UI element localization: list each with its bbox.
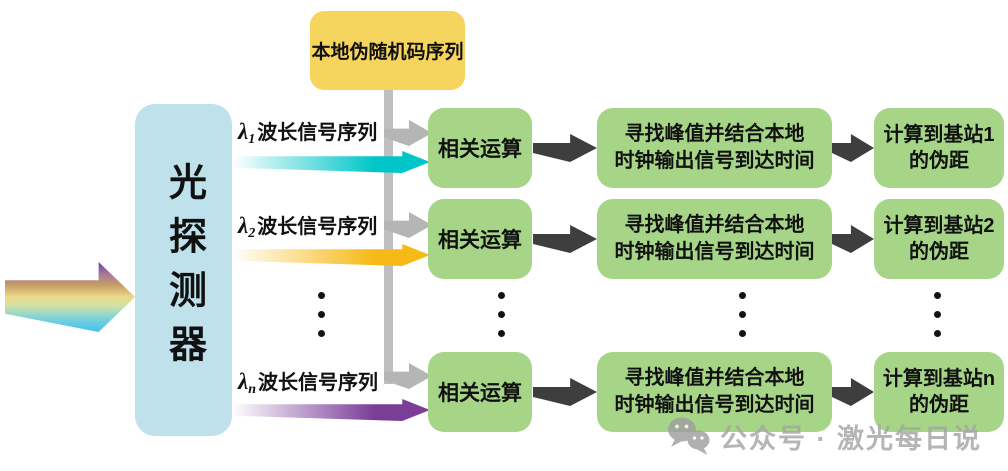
peak-line1: 寻找峰值并结合本地	[624, 123, 805, 145]
correlation-box-1: 相关运算	[428, 108, 532, 188]
lambda-text: 波长信号序列	[257, 216, 378, 238]
peak-line2: 时钟输出信号到达时间	[614, 241, 815, 263]
vertical-ellipsis	[934, 292, 941, 349]
pseudorange-box-n: 计算到基站n 的伪距	[874, 352, 1004, 432]
peak-line1: 寻找峰值并结合本地	[624, 214, 805, 236]
flow-arrow-corr-peak-n	[533, 378, 597, 406]
prn-code-label: 本地伪随机码序列	[311, 42, 464, 63]
peak-line2: 时钟输出信号到达时间	[614, 150, 815, 172]
lambda1-signal-arrow	[232, 151, 430, 173]
lambda-text: 波长信号序列	[257, 122, 378, 144]
range-line2: 的伪距	[909, 150, 969, 172]
lambdan-signal-arrow	[232, 399, 430, 421]
lambda-subscript: 1	[248, 132, 256, 147]
range-line1: 计算到基站2	[883, 215, 995, 237]
flow-arrow-peak-range-n	[832, 378, 874, 406]
flow-arrow-peak-range-2	[832, 225, 874, 253]
lambda-symbol: λ	[238, 119, 249, 144]
vertical-ellipsis	[318, 292, 325, 349]
correlation-label: 相关运算	[438, 138, 522, 161]
range-line2: 的伪距	[909, 241, 969, 263]
vertical-ellipsis	[739, 292, 746, 349]
vertical-ellipsis	[498, 292, 505, 349]
wechat-icon	[668, 417, 710, 455]
watermark-text: 公众号 · 激光每日说	[720, 423, 982, 454]
correlation-box-n: 相关运算	[428, 352, 532, 432]
lambda-symbol: λ	[238, 213, 249, 238]
peak-search-box-2: 寻找峰值并结合本地 时钟输出信号到达时间	[597, 199, 832, 279]
rainbow-light-arrow	[5, 262, 135, 332]
lambda-subscript: 2	[248, 226, 256, 241]
flow-arrow-peak-range-1	[832, 134, 874, 162]
watermark: 公众号 · 激光每日说	[666, 416, 982, 456]
lambda-text: 波长信号序列	[258, 372, 379, 394]
range-line1: 计算到基站n	[882, 368, 996, 390]
prn-distribution-line	[384, 88, 393, 384]
lambda-subscript: n	[248, 382, 257, 397]
pseudorange-box-2: 计算到基站2 的伪距	[874, 199, 1004, 279]
pseudorange-box-1: 计算到基站1 的伪距	[874, 108, 1004, 188]
range-line2: 的伪距	[909, 394, 969, 416]
correlation-label: 相关运算	[438, 229, 522, 252]
peak-search-box-n: 寻找峰值并结合本地 时钟输出信号到达时间	[597, 352, 832, 432]
prn-code-box: 本地伪随机码序列	[310, 11, 465, 90]
flow-arrow-corr-peak-2	[533, 225, 597, 253]
flow-arrow-corr-peak-1	[533, 134, 597, 162]
peak-search-box-1: 寻找峰值并结合本地 时钟输出信号到达时间	[597, 108, 832, 188]
peak-line1: 寻找峰值并结合本地	[624, 367, 805, 389]
correlation-label: 相关运算	[438, 382, 522, 405]
optical-detector-label: 光探测器	[162, 162, 205, 378]
correlation-box-2: 相关运算	[428, 199, 532, 279]
optical-detector-box: 光探测器	[135, 104, 232, 436]
lambda2-signal-arrow	[232, 244, 430, 266]
lambda-symbol: λ	[238, 369, 249, 394]
peak-line2: 时钟输出信号到达时间	[614, 394, 815, 416]
range-line1: 计算到基站1	[883, 124, 995, 146]
